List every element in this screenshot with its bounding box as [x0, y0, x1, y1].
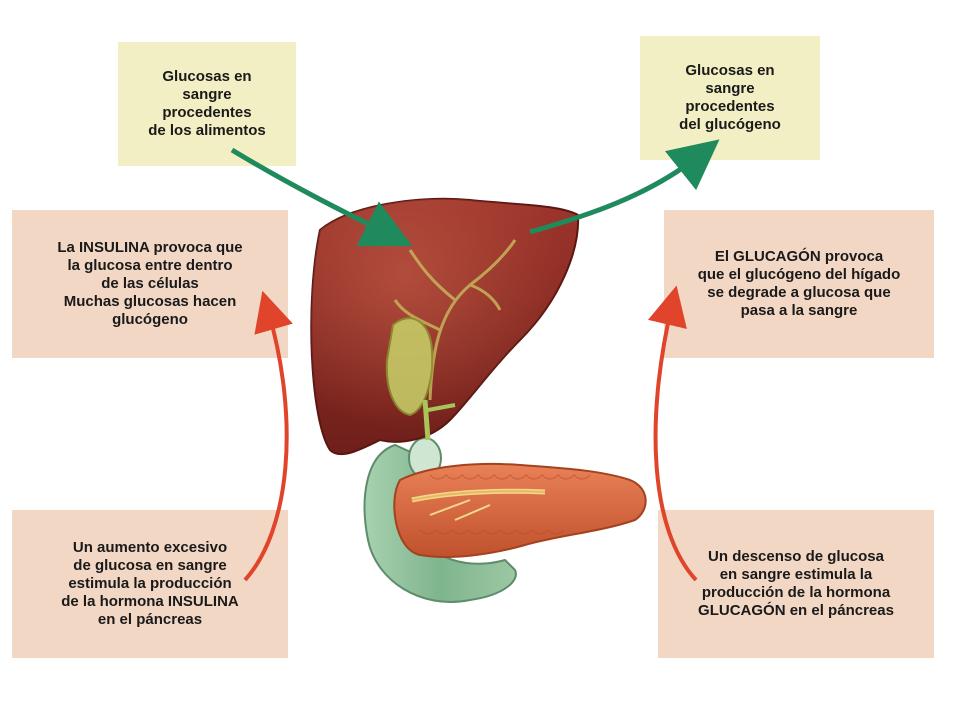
- box-glucose-from-food-text: Glucosas en sangre procedentes de los al…: [148, 68, 266, 139]
- box-insulin-effect-text: La INSULINA provoca que la glucosa entre…: [57, 239, 243, 328]
- pancreas-icon: [393, 462, 647, 558]
- arrow-insulin-cycle: [243, 290, 293, 582]
- box-insulin-effect: La INSULINA provoca que la glucosa entre…: [12, 210, 288, 358]
- arrow-food-to-liver: [230, 147, 413, 247]
- arrow-liver-to-blood: [529, 139, 720, 235]
- box-glucagon-stimulus-text: Un descenso de glucosa en sangre estimul…: [698, 548, 894, 619]
- arrow-glucagon-cycle: [647, 285, 698, 582]
- box-glucagon-stimulus: Un descenso de glucosa en sangre estimul…: [658, 510, 934, 658]
- box-insulin-stimulus: Un aumento excesivo de glucosa en sangre…: [12, 510, 288, 658]
- gallbladder-icon: [385, 317, 456, 441]
- box-glucagon-effect: El GLUCAGÓN provoca que el glucógeno del…: [664, 210, 934, 358]
- box-glucagon-effect-text: El GLUCAGÓN provoca que el glucógeno del…: [697, 248, 901, 319]
- box-glucose-from-food: Glucosas en sangre procedentes de los al…: [118, 42, 296, 166]
- box-glucose-from-glycogen: Glucosas en sangre procedentes del glucó…: [640, 36, 820, 160]
- box-insulin-stimulus-text: Un aumento excesivo de glucosa en sangre…: [61, 539, 239, 628]
- box-glucose-from-glycogen-text: Glucosas en sangre procedentes del glucó…: [679, 62, 781, 133]
- liver-icon: [310, 197, 580, 456]
